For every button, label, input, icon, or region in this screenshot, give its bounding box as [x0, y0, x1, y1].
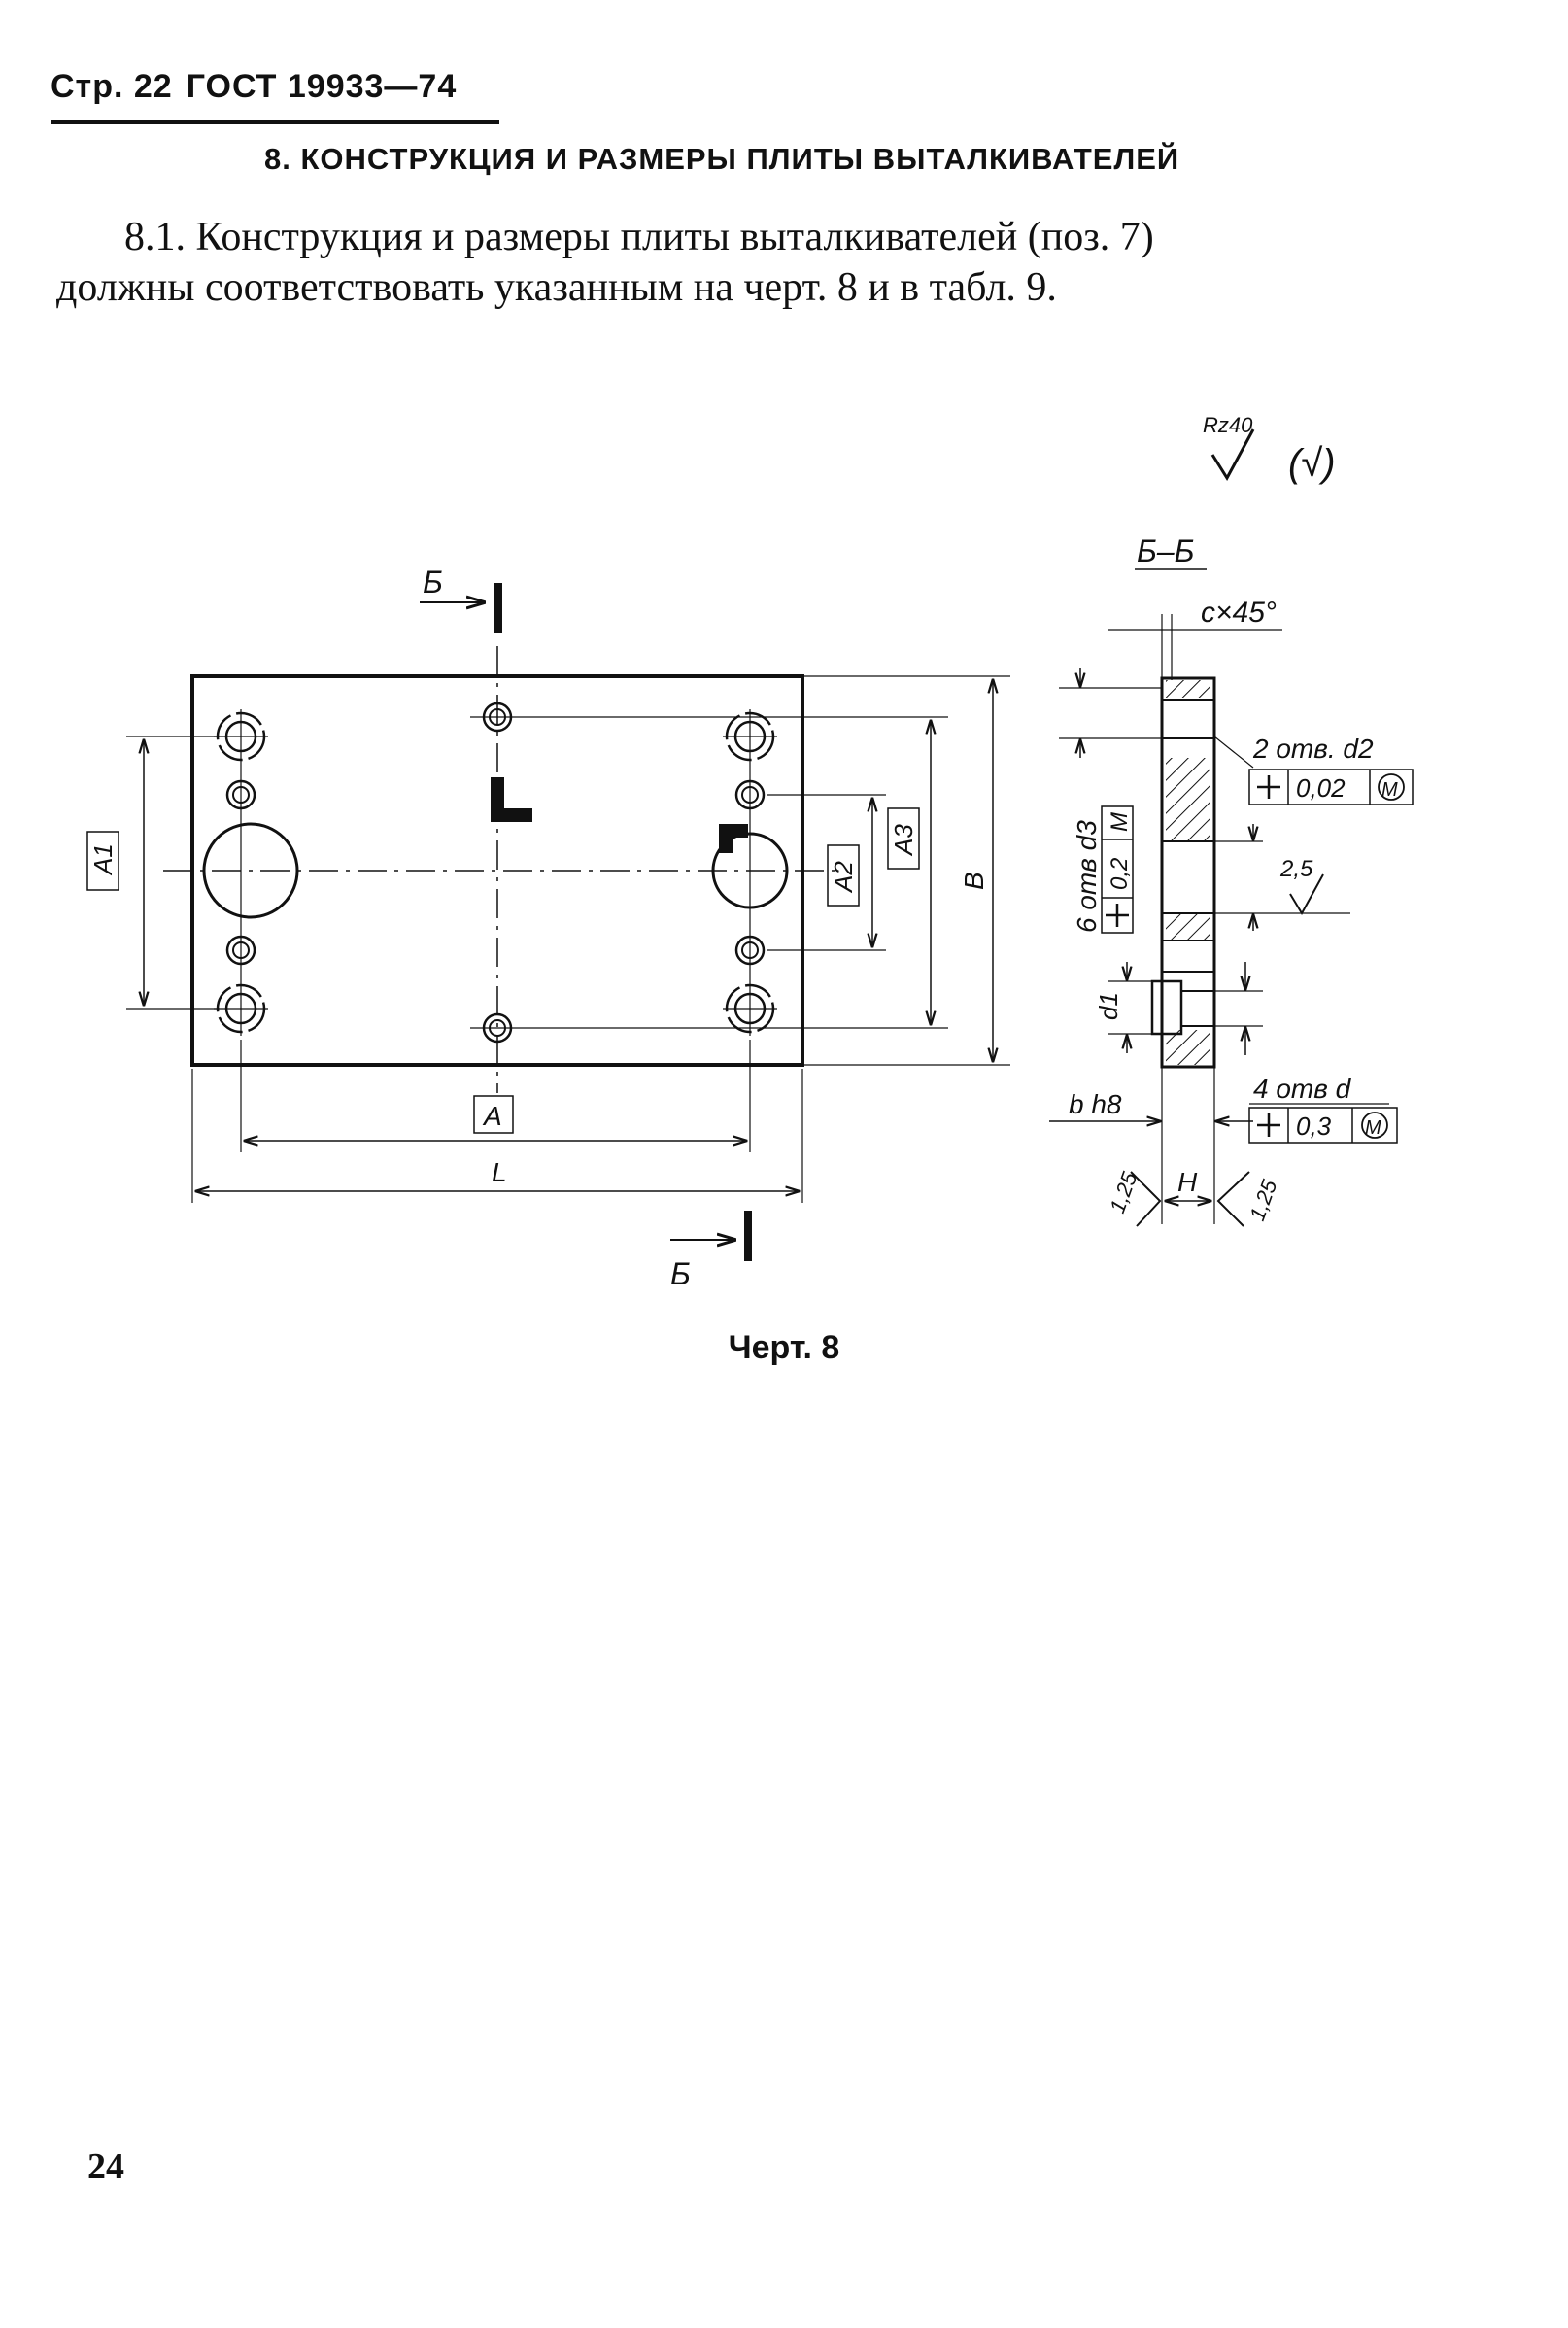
tol-d2-value: 0,02 [1296, 773, 1346, 803]
hatch-region-3 [1166, 1030, 1210, 1065]
chamfer-label: c×45° [1201, 597, 1277, 629]
page-label: Стр. 22 [51, 68, 173, 105]
section-view-label: Б–Б [1137, 533, 1194, 568]
tol-d3-value: 0,2 [1107, 858, 1133, 890]
dimension-l: L [191, 1069, 803, 1203]
section-paragraph: 8.1. Конструкция и размеры плиты выталки… [56, 212, 1416, 313]
section-marker-top: Б [420, 565, 502, 633]
counterbored-holes [216, 711, 775, 1034]
checkmark-icon-2 [1289, 873, 1324, 916]
large-hole-left [202, 822, 299, 919]
tol-d-m: M [1365, 1117, 1381, 1139]
section-plate-body [1160, 676, 1216, 1069]
corner-mark-center [491, 777, 532, 822]
section-view: Б–Б c×45° 6 отв d3 0,2 [1049, 533, 1414, 1227]
dim-bh8-label: b h8 [1069, 1089, 1122, 1119]
checkmark-icon [1210, 428, 1255, 481]
dimension-b: B [802, 675, 1010, 1066]
dim-d1-label: d1 [1094, 992, 1123, 1020]
roughness-symbol: Rz40 (√) [1203, 413, 1336, 485]
dimension-a3: A3 [887, 721, 931, 1024]
standard-number: ГОСТ 19933—74 [186, 68, 458, 105]
header-rule [51, 120, 499, 124]
tol-d-value: 0,3 [1296, 1112, 1332, 1141]
holes-d2-label: 2 отв. d2 [1252, 734, 1374, 764]
hatch-region-2 [1166, 913, 1210, 941]
section-title: 8. КОНСТРУКЦИЯ И РАЗМЕРЫ ПЛИТЫ ВЫТАЛКИВА… [264, 142, 1180, 176]
technical-drawing: Rz40 (√) Б [86, 413, 1414, 1291]
roughness-right-mark [1216, 1171, 1250, 1227]
position-tolerance-icon-3 [1257, 1113, 1280, 1137]
paragraph-line-2: должны соответствовать указанным на черт… [56, 265, 1057, 310]
holes-d-label: 4 отв d [1253, 1074, 1352, 1104]
dimension-a1: A1 [86, 736, 220, 1010]
position-tolerance-icon [1106, 904, 1129, 927]
roughness-rest-label: (√) [1288, 442, 1336, 485]
corner-mark-right [719, 824, 748, 853]
holes-d3-label: 6 отв d3 [1072, 820, 1102, 933]
rough-left-label: 1,25 [1105, 1168, 1142, 1216]
roughness-main-label: Rz40 [1203, 413, 1253, 437]
section-mark-top-label: Б [423, 565, 443, 599]
section-d1-hole [1150, 979, 1183, 1036]
dimension-a: A [240, 1040, 751, 1152]
paragraph-line-1: 8.1. Конструкция и размеры плиты выталки… [124, 215, 1154, 259]
rough-right-label: 1,25 [1244, 1176, 1281, 1224]
roughness-25-label: 2,5 [1279, 856, 1313, 882]
dim-h-label: H [1177, 1167, 1198, 1197]
dim-l-label: L [492, 1157, 507, 1187]
dim-a3-label: A3 [889, 824, 918, 857]
dim-a1-label: A1 [88, 843, 118, 876]
small-holes [225, 702, 766, 1044]
hole-centerlines [214, 709, 948, 1036]
section-marker-bottom: Б [670, 1211, 752, 1291]
position-tolerance-icon-2 [1257, 775, 1280, 799]
dim-a2-label: A2 [829, 861, 858, 894]
section-mark-bottom-label: Б [670, 1256, 691, 1291]
tol-d3-m: M [1107, 812, 1133, 832]
dimension-a2: A2 [827, 799, 872, 946]
dim-b-label: B [959, 872, 989, 890]
hatch-region-1 [1166, 758, 1210, 841]
tol-d2-m: M [1381, 779, 1398, 801]
page-number: 24 [87, 2146, 124, 2187]
figure-caption: Черт. 8 [728, 1329, 840, 1366]
dim-a-label: A [482, 1101, 502, 1131]
roughness-left-mark [1130, 1171, 1162, 1227]
page-header: Стр. 22 ГОСТ 19933—74 [51, 68, 457, 106]
